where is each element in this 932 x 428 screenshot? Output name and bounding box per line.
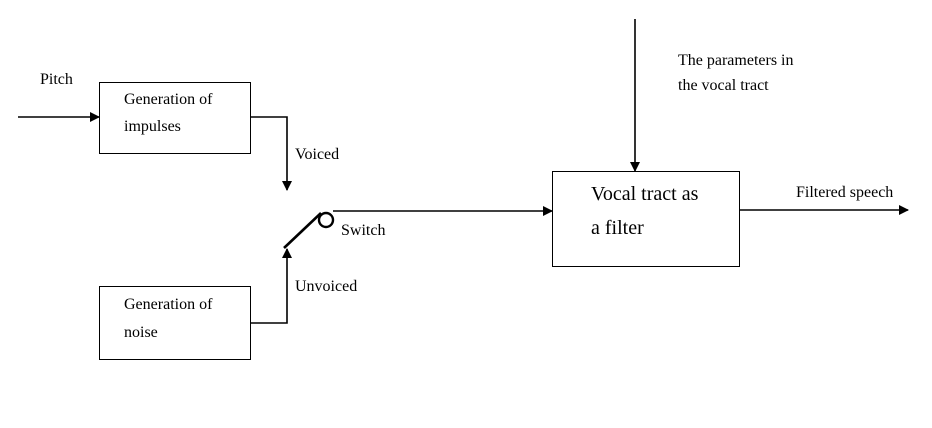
filter-label-line2: a filter [591,217,644,239]
output-label: Filtered speech [796,184,894,201]
switch-label: Switch [341,222,386,239]
params-label-line2: the vocal tract [678,77,769,94]
impulses-label-line1: Generation of [124,91,213,108]
noise-label-line1: Generation of [124,296,213,313]
switch-lever [283,212,322,249]
noise-label-line2: noise [124,324,158,341]
unvoiced-path [250,248,292,324]
impulses-label-line2: impulses [124,118,181,135]
switch-pivot-circle [317,211,335,229]
impulses-block [99,82,251,154]
filter-block [552,171,740,267]
voiced-path [250,116,292,191]
unvoiced-label: Unvoiced [295,278,358,295]
pitch-label: Pitch [40,71,73,88]
params-label-line1: The parameters in [678,52,794,69]
noise-block [99,286,251,360]
filter-label-line1: Vocal tract as [591,183,699,205]
voiced-label: Voiced [295,146,340,163]
